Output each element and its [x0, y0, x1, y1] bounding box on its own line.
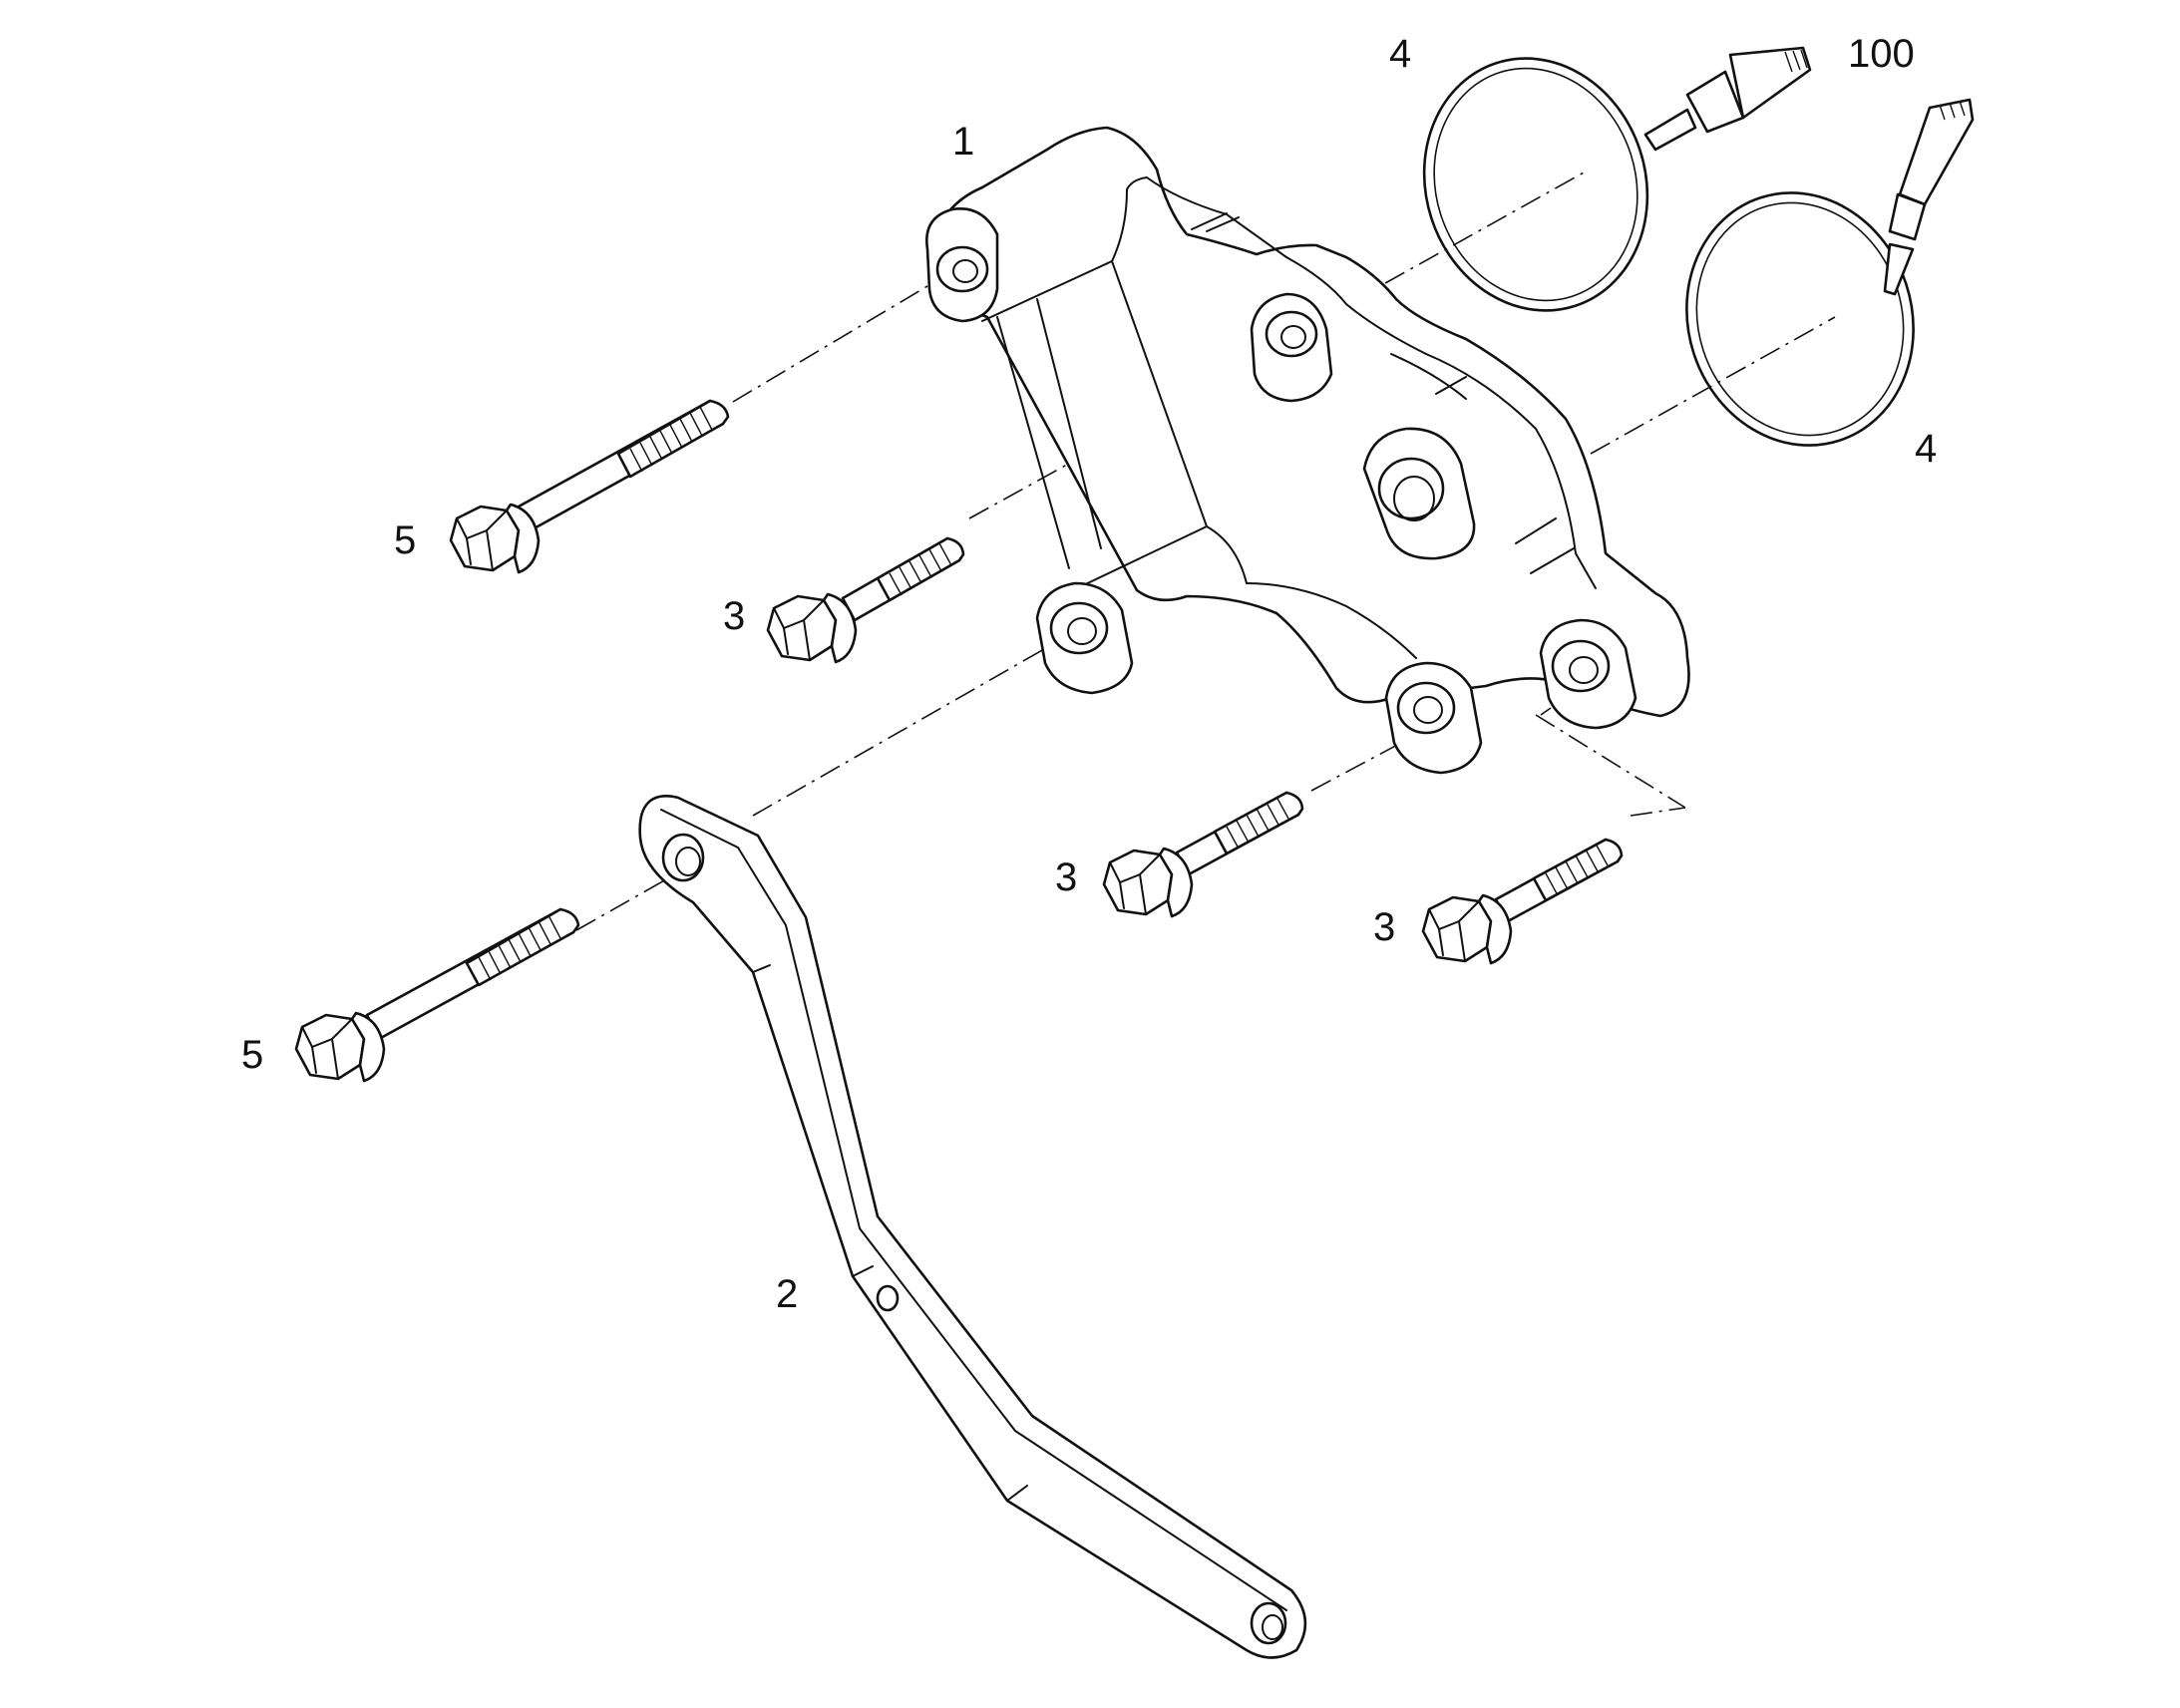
callout-4-lower: 4 [1915, 427, 1938, 471]
sealant-tube-1 [1643, 46, 1812, 152]
callout-3-lower-right: 3 [1373, 905, 1396, 949]
bolt-3-lower-right [1421, 838, 1624, 965]
sealant-tube-2 [1883, 98, 1975, 296]
bolt-5-lower [294, 907, 580, 1083]
o-ring-upper [1422, 57, 1649, 312]
callout-2: 2 [776, 1272, 799, 1316]
callout-3-upper: 3 [723, 594, 746, 638]
callout-5-upper: 5 [394, 518, 417, 562]
callout-100: 100 [1848, 32, 1915, 76]
bolt-3-upper [766, 536, 965, 664]
support-arm [638, 795, 1307, 1659]
callout-1: 1 [952, 120, 975, 164]
bolt-3-lower-middle [1102, 791, 1304, 918]
callout-3-lower-middle: 3 [1055, 855, 1078, 899]
bolt-5-upper [449, 399, 730, 574]
callout-4-upper: 4 [1389, 32, 1412, 76]
main-bracket [924, 126, 1690, 775]
callout-5-lower: 5 [241, 1033, 264, 1077]
